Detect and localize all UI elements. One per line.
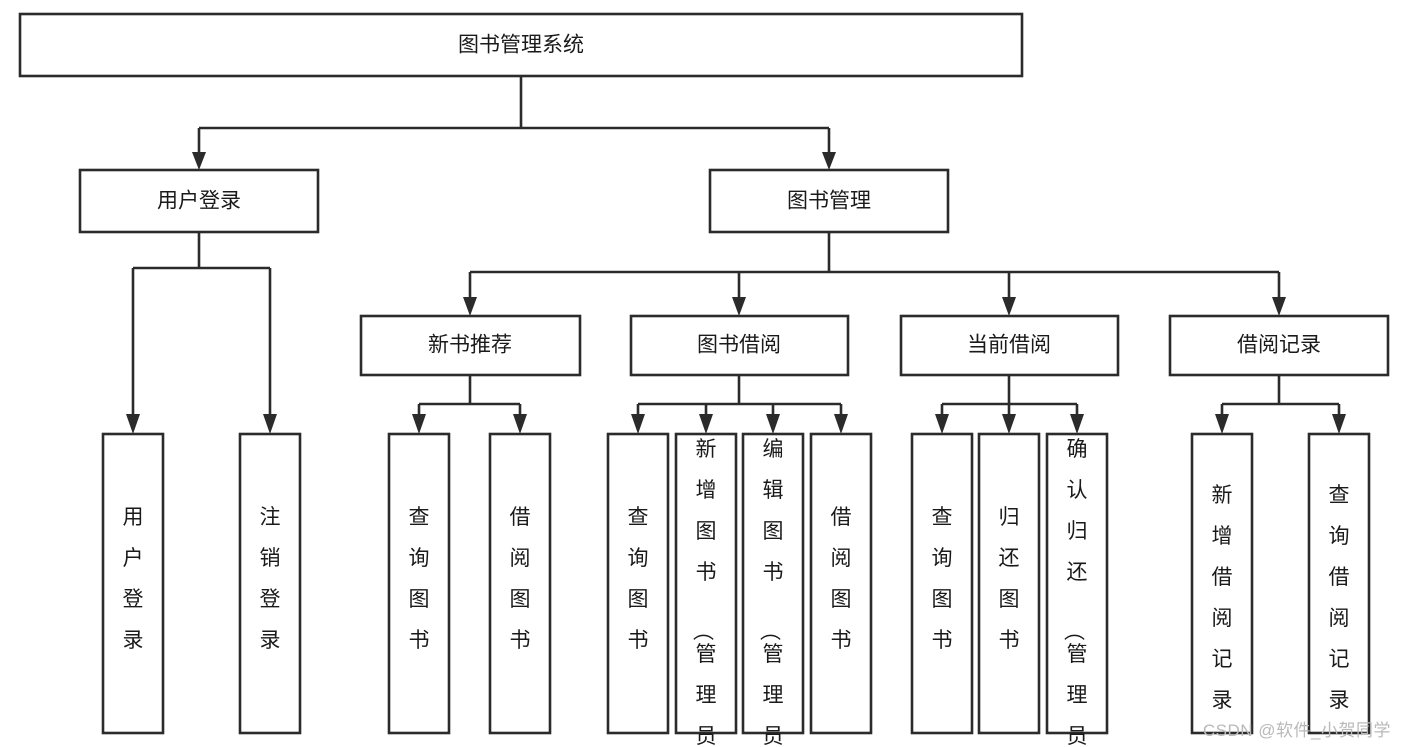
leaf-book-borrow-add-box[interactable]: [674, 432, 738, 735]
node-book-management-box[interactable]: [708, 168, 950, 234]
leaf-book-borrow-borrow-label: 借阅图书: [831, 506, 852, 652]
leaf-current-borrow-confirm-label: 确认归还（管理员）: [1062, 438, 1088, 747]
arrow-root-to-book-manage: [822, 152, 836, 170]
leaf-current-borrow-query-label: 查询图书: [932, 506, 953, 652]
leaf-current-borrow-confirm[interactable]: 确认归还（管理员）: [1045, 432, 1109, 747]
node-book-borrow[interactable]: 图书借阅: [629, 314, 850, 377]
node-new-book-recommend-box[interactable]: [359, 314, 582, 377]
node-current-borrow-box[interactable]: [899, 314, 1120, 377]
leaf-new-book-query-label: 查询图书: [409, 506, 430, 652]
leaf-new-book-query[interactable]: 查询图书: [387, 432, 451, 735]
leaf-borrow-record-add-box[interactable]: [1190, 432, 1254, 735]
leaf-user-login-logout-label: 注销登录: [260, 506, 281, 652]
leaf-book-borrow-query-box[interactable]: [606, 432, 670, 735]
leaf-borrow-record-query-label: 查询借阅记录: [1329, 484, 1350, 712]
node-current-borrow-label: 当前借阅: [967, 334, 1051, 357]
leaf-user-login-login-box[interactable]: [101, 432, 165, 735]
leaf-book-borrow-add-label: 新增图书（管理员）: [691, 438, 717, 747]
arrow-borrow-record-leaf-1: [1215, 414, 1229, 434]
node-new-book-recommend[interactable]: 新书推荐: [359, 314, 582, 377]
leaf-new-book-borrow-label: 借阅图书: [510, 506, 531, 652]
arrow-new-book-leaf-1: [412, 414, 426, 434]
leaf-new-book-borrow[interactable]: 借阅图书: [488, 432, 552, 735]
node-user-login-box[interactable]: [78, 168, 320, 234]
leaf-current-borrow-return[interactable]: 归还图书: [977, 432, 1041, 735]
node-book-management[interactable]: 图书管理: [708, 168, 950, 234]
leaf-borrow-record-add-label: 新增借阅记录: [1212, 484, 1233, 712]
node-user-login[interactable]: 用户登录: [78, 168, 320, 234]
leaf-book-borrow-edit[interactable]: 编辑图书（管理员）: [741, 432, 805, 747]
leaf-current-borrow-return-box[interactable]: [977, 432, 1041, 735]
node-borrow-record-box[interactable]: [1168, 314, 1390, 377]
connector-layer: [126, 76, 1346, 434]
leaf-book-borrow-query-label: 查询图书: [628, 506, 649, 652]
leaf-new-book-query-box[interactable]: [387, 432, 451, 735]
leaf-user-login-logout-box[interactable]: [238, 432, 302, 735]
arrow-to-current-borrow: [1002, 297, 1016, 316]
leaf-book-borrow-edit-label: 编辑图书（管理员）: [758, 438, 784, 747]
arrow-current-borrow-leaf-3: [1070, 414, 1084, 434]
leaf-borrow-record-add[interactable]: 新增借阅记录: [1190, 432, 1254, 735]
arrow-current-borrow-leaf-1: [935, 414, 949, 434]
leaf-user-login-login[interactable]: 用户登录: [101, 432, 165, 735]
node-root-box[interactable]: [18, 12, 1024, 78]
arrow-current-borrow-leaf-2: [1002, 414, 1016, 434]
arrow-borrow-record-leaf-2: [1332, 414, 1346, 434]
node-book-management-label: 图书管理: [787, 190, 871, 213]
arrow-user-login-leaf-1: [126, 414, 140, 434]
leaf-borrow-record-query-box[interactable]: [1307, 432, 1371, 735]
leaf-new-book-borrow-box[interactable]: [488, 432, 552, 735]
arrow-to-borrow-record: [1272, 297, 1286, 316]
leaf-book-borrow-borrow[interactable]: 借阅图书: [809, 432, 873, 735]
leaf-current-borrow-return-label: 归还图书: [999, 506, 1020, 652]
arrow-book-borrow-leaf-1: [631, 414, 645, 434]
arrow-book-borrow-leaf-4: [834, 414, 848, 434]
leaf-book-borrow-add[interactable]: 新增图书（管理员）: [674, 432, 738, 747]
arrow-user-login-leaf-2: [263, 414, 277, 434]
leaf-user-login-logout[interactable]: 注销登录: [238, 432, 302, 735]
node-user-login-label: 用户登录: [157, 190, 241, 213]
leaf-book-borrow-query[interactable]: 查询图书: [606, 432, 670, 735]
leaf-book-borrow-borrow-box[interactable]: [809, 432, 873, 735]
leaf-book-borrow-edit-box[interactable]: [741, 432, 805, 735]
leaf-current-borrow-query[interactable]: 查询图书: [910, 432, 974, 735]
node-new-book-recommend-label: 新书推荐: [428, 334, 512, 357]
arrow-to-book-borrow: [732, 297, 746, 316]
arrow-to-new-book-recommend: [463, 297, 477, 316]
leaf-current-borrow-confirm-box[interactable]: [1045, 432, 1109, 735]
leaf-user-login-login-label: 用户登录: [123, 506, 144, 652]
arrow-new-book-leaf-2: [513, 414, 527, 434]
node-borrow-record-label: 借阅记录: [1237, 334, 1321, 357]
arrow-root-to-user-login: [192, 152, 206, 170]
node-current-borrow[interactable]: 当前借阅: [899, 314, 1120, 377]
node-book-borrow-label: 图书借阅: [697, 334, 781, 357]
leaf-borrow-record-query[interactable]: 查询借阅记录: [1307, 432, 1371, 735]
node-root-book-management-system[interactable]: 图书管理系统: [18, 12, 1024, 78]
node-root-label: 图书管理系统: [458, 34, 584, 57]
node-book-borrow-box[interactable]: [629, 314, 850, 377]
leaf-current-borrow-query-box[interactable]: [910, 432, 974, 735]
arrow-book-borrow-leaf-2: [699, 414, 713, 434]
csdn-watermark: CSDN @软件_小贺同学: [1202, 721, 1391, 740]
node-borrow-record[interactable]: 借阅记录: [1168, 314, 1390, 377]
arrow-book-borrow-leaf-3: [766, 414, 780, 434]
